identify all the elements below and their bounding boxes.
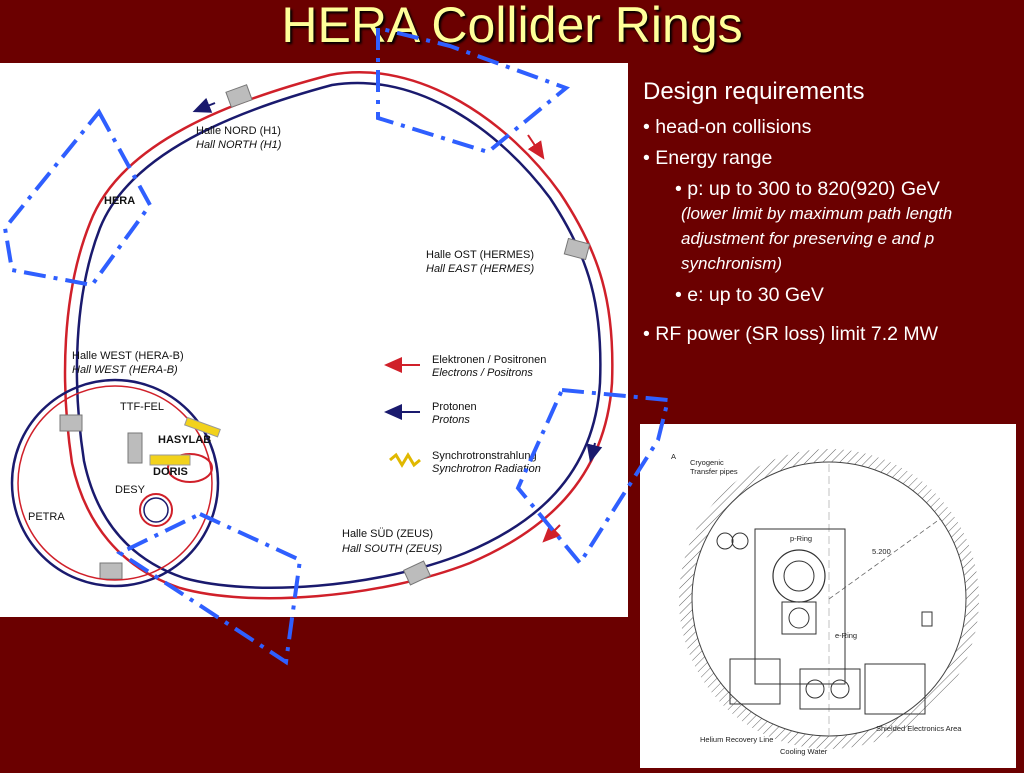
hall-north-label-en: Hall NORTH (H1) (196, 139, 282, 151)
doris-label: DORIS (153, 466, 188, 478)
cooling-pipe (830, 679, 850, 699)
legend-sync-symbol (389, 452, 421, 468)
cooling-pipe (805, 679, 825, 699)
bullet-dot: • (643, 323, 650, 345)
bullet-head-on: • head-on collisions (643, 116, 1024, 139)
desy-ring (139, 493, 173, 527)
hera-map: HERA Halle NORD (H1) Hall NORTH (H1) Hal… (0, 63, 628, 617)
p-energy-note: (lower limit by maximum path length adju… (681, 204, 953, 273)
rf-power-text: RF power (SR loss) limit 7.2 MW (655, 323, 939, 345)
hera-electron-ring (63, 71, 614, 600)
electronics-label: Shielded Electronics Area (876, 724, 962, 733)
hera-label: HERA (104, 195, 135, 207)
bullet-dot: • (675, 178, 682, 200)
cooling-label: Cooling Water (780, 747, 828, 756)
bullet-p-energy: • p: up to 300 to 820(920) GeV (675, 178, 1024, 201)
petra-ring-outer (10, 378, 220, 588)
bullet-energy: • Energy range (643, 147, 1024, 170)
bullet-e-energy: • e: up to 30 GeV (675, 284, 1024, 307)
cooling-box (799, 668, 861, 710)
ttf-sync-marker (184, 416, 221, 438)
hasylab-sync-marker (149, 454, 191, 466)
p-energy-text: p: up to 300 to 820(920) GeV (687, 178, 940, 200)
e-ring-magnet (781, 601, 817, 635)
hall-south-box (402, 560, 432, 586)
cryo-label-2: Transfer pipes (690, 467, 738, 476)
hall-south-label-de: Halle SÜD (ZEUS) (342, 528, 433, 540)
design-requirements: Design requirements • head-on collisions… (643, 78, 1024, 354)
wall-bracket (921, 611, 933, 627)
legend-protons-en: Protons (432, 414, 470, 426)
hall-east-box (563, 237, 591, 261)
hall-east-label-de: Halle OST (HERMES) (426, 249, 534, 261)
cryo-pipe (716, 532, 734, 550)
helium-label: Helium Recovery Line (700, 735, 773, 744)
cryo-label-1: Cryogenic (690, 458, 724, 467)
proton-arrow (192, 97, 216, 113)
doris-ring (167, 453, 213, 483)
legend-electrons-en: Electrons / Positrons (432, 367, 533, 379)
hall-east-label-en: Hall EAST (HERMES) (426, 263, 535, 275)
bullet-dot: • (643, 147, 650, 169)
p-ring-label: p-Ring (790, 534, 812, 543)
desy-label: DESY (115, 484, 146, 496)
bullet-head-on-text: head-on collisions (655, 116, 812, 138)
legend-protons-de: Protonen (432, 401, 477, 413)
legend-electrons-de: Elektronen / Positronen (432, 354, 546, 366)
legend-sync-en: Synchrotron Radiation (432, 463, 541, 475)
hall-south-label-en: Hall SOUTH (ZEUS) (342, 543, 443, 555)
slide-title: HERA Collider Rings (281, 0, 743, 53)
hall-north-label-de: Halle NORD (H1) (196, 125, 281, 137)
legend-sync-de: Synchrotronstrahlung (432, 450, 537, 462)
electronics-area (864, 663, 926, 715)
petra-hall-box (99, 562, 123, 580)
bullet-dot: • (643, 116, 650, 138)
e-ring-label: e-Ring (835, 631, 857, 640)
radius-line (828, 518, 941, 600)
p-ring-beam (783, 560, 815, 592)
map-legend: Elektronen / Positronen Electrons / Posi… (384, 354, 546, 475)
hasylab-box (127, 432, 143, 464)
tunnel-svg: A Cryogenic Transfer pipes p-Ring e-Ring… (671, 449, 979, 756)
petra-label: PETRA (28, 511, 65, 523)
dimension-label: 5.200 (872, 547, 891, 556)
bullet-energy-text: Energy range (655, 147, 773, 169)
hall-west-box (59, 414, 83, 432)
ttf-label: TTF-FEL (120, 401, 164, 413)
hall-north-box (225, 84, 253, 108)
desy-ring-inner (143, 497, 169, 523)
hera-proton-ring (75, 81, 602, 589)
petra-ring-inner (17, 385, 213, 581)
bullet-rf-power: • RF power (SR loss) limit 7.2 MW (643, 323, 1024, 346)
e-ring-beam (788, 607, 810, 629)
requirements-heading: Design requirements (643, 78, 865, 105)
hasylab-label: HASYLAB (158, 434, 211, 446)
electron-arrow (527, 134, 545, 160)
helium-line-box (729, 658, 781, 705)
e-energy-text: e: up to 30 GeV (687, 284, 824, 306)
hall-west-label-de: Halle WEST (HERA-B) (72, 350, 184, 362)
bullet-dot: • (675, 284, 682, 306)
figure-letter: A (671, 452, 676, 461)
tunnel-cross-section: A Cryogenic Transfer pipes p-Ring e-Ring… (640, 424, 1016, 768)
hall-west-label-en: Hall WEST (HERA-B) (72, 364, 178, 376)
hera-map-svg: HERA Halle NORD (H1) Hall NORTH (H1) Hal… (10, 71, 614, 600)
electron-arrow (542, 524, 561, 543)
cryo-pipe (731, 532, 749, 550)
